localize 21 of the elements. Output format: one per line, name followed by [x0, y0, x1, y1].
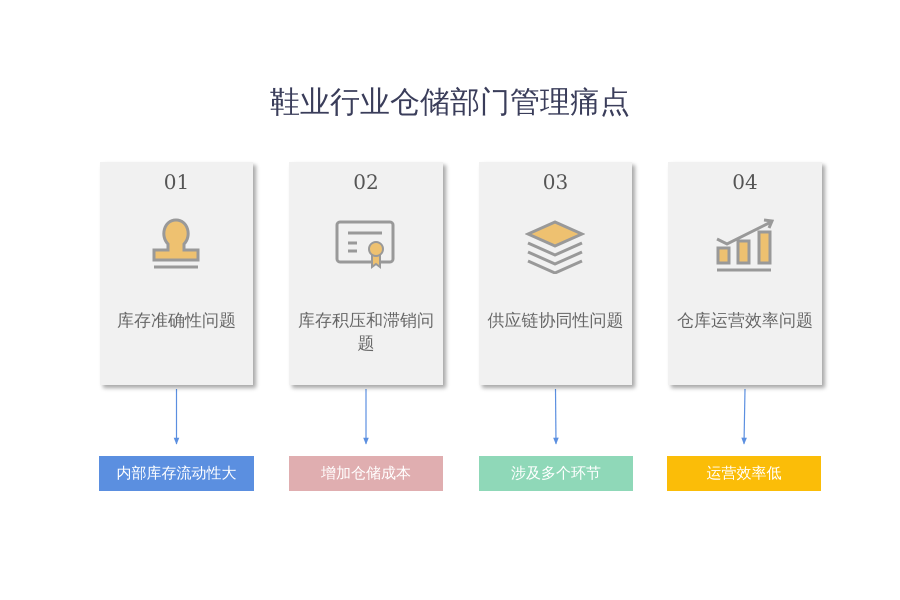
card: [100, 162, 253, 385]
arrow: [363, 389, 369, 445]
step-number: 01: [162, 170, 190, 194]
card: [289, 162, 443, 385]
result-label: 涉及多个环节: [479, 456, 633, 491]
result-label: 运营效率低: [667, 456, 821, 491]
card: [668, 162, 822, 385]
card-text: 供应链协同性问题: [488, 311, 624, 331]
title: 鞋业行业仓储部门管理痛点: [269, 84, 631, 122]
step-number: 03: [542, 170, 570, 194]
step-number: 04: [731, 170, 759, 194]
arrow: [741, 388, 747, 445]
card-text: 库存积压和滞销问题: [298, 311, 434, 354]
result-label: 增加仓储成本: [289, 456, 443, 491]
card-text: 库存准确性问题: [117, 311, 236, 331]
arrow: [174, 389, 180, 445]
result-label: 内部库存流动性大: [99, 456, 254, 491]
card: [479, 162, 632, 385]
step-number: 02: [352, 170, 380, 194]
arrow: [553, 389, 559, 445]
card-text: 仓库运营效率问题: [677, 311, 813, 331]
